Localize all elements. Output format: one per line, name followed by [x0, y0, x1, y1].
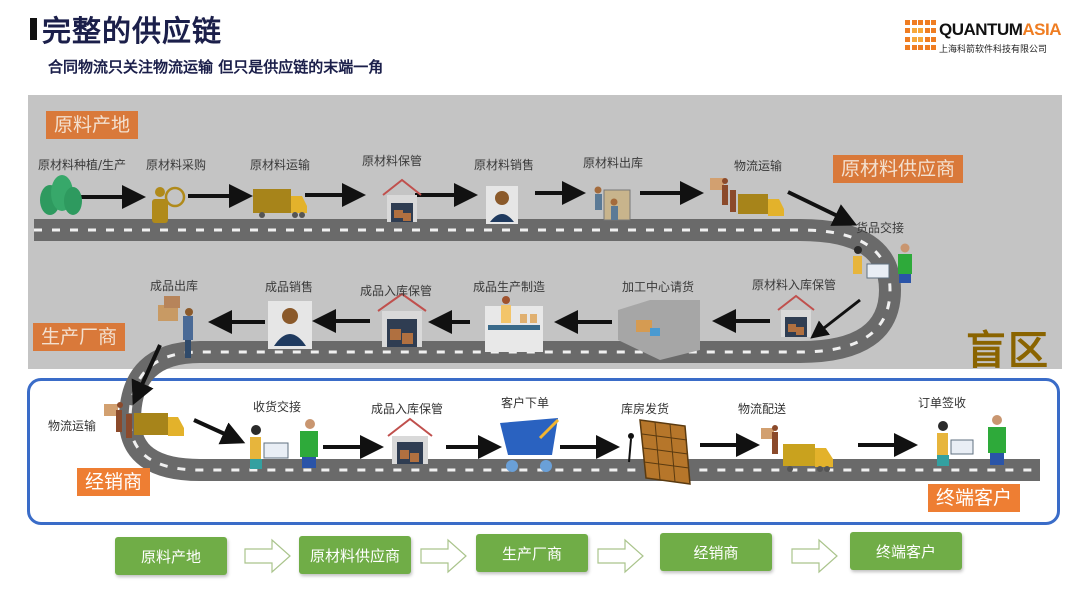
sales-agent-icon: [486, 186, 518, 224]
step-label: 成品生产制造: [473, 280, 546, 294]
handover-icon: [937, 415, 1006, 466]
logo-company: 上海科箭软件科技有限公司: [939, 45, 1048, 55]
shelf-shipping-icon: [628, 419, 691, 485]
title-marker: [30, 18, 37, 40]
flow-box-end-customer: 终端客户: [850, 532, 962, 570]
stage-tag-end-customer: 终端客户: [928, 484, 1021, 512]
step-label: 订单签收: [918, 396, 967, 410]
flow-box-manufacturer: 生产厂商: [476, 534, 588, 572]
warehouse-icon: [377, 292, 427, 347]
flow-box-raw-supplier: 原材料供应商: [299, 536, 411, 574]
production-line-icon: [485, 296, 543, 352]
page-title: 完整的供应链: [42, 14, 223, 48]
page-subtitle: 合同物流只关注物流运输 但只是供应链的末端一角: [48, 58, 384, 76]
handover-icon: [250, 419, 318, 469]
mover-truck-icon: [761, 425, 833, 472]
logo-grid-icon: [905, 20, 937, 52]
step-label: 原材料运输: [250, 158, 311, 172]
flow-arrows: [244, 538, 838, 574]
step-label: 物流配送: [738, 402, 787, 416]
warehouse-icon: [382, 178, 422, 222]
step-label: 物流运输: [48, 419, 97, 433]
workers-cart-icon: [594, 186, 631, 221]
purchase-person-icon: [152, 186, 186, 223]
truck-icon: [253, 189, 307, 218]
step-label: 成品入库保管: [371, 402, 444, 416]
stage-tag-raw-supplier: 原材料供应商: [833, 155, 964, 183]
road: [34, 219, 1040, 481]
step-label: 加工中心请货: [622, 280, 695, 294]
step-label: 收货交接: [253, 400, 302, 414]
movers-truck-icon: [710, 178, 784, 216]
step-label: 原材料采购: [146, 158, 207, 172]
row1-arrows: [74, 181, 858, 226]
stage-tag-distributor: 经销商: [77, 468, 151, 496]
step-label: 物流运输: [734, 159, 783, 173]
step-label: 原材料销售: [474, 158, 535, 172]
step-label: 原材料保管: [362, 154, 423, 168]
step-label: 原材料种植/生产: [38, 158, 127, 172]
step-label: 客户下单: [501, 396, 550, 410]
company-logo: QUANTUMASIA 上海科箭软件科技有限公司: [905, 20, 1065, 60]
movers-truck-icon: [104, 402, 184, 438]
step-label: 原材料出库: [583, 156, 644, 170]
stage-tag-raw-origin: 原料产地: [46, 111, 139, 139]
processing-center-icon: [618, 300, 700, 360]
logo-name: QUANTUMASIA: [939, 20, 1062, 39]
step-label: 货品交接: [856, 221, 905, 235]
sales-agent-icon: [268, 301, 312, 349]
stage-tag-manufacturer: 生产厂商: [33, 323, 126, 351]
warehouse-icon: [387, 417, 433, 464]
step-label: 原材料入库保管: [752, 278, 837, 292]
step-label: 成品销售: [265, 280, 314, 294]
handover-icon: [853, 243, 912, 283]
blind-zone-label: 盲区: [966, 328, 1050, 374]
worker-boxes-icon: [158, 296, 193, 358]
shopping-cart-icon: [500, 418, 560, 472]
row3-arrows: [193, 418, 918, 459]
step-label: 库房发货: [621, 402, 670, 416]
flow-box-raw-origin: 原料产地: [115, 537, 227, 575]
step-label: 成品出库: [150, 279, 199, 293]
trees-icon: [40, 175, 82, 215]
flow-box-distributor: 经销商: [660, 533, 772, 571]
step-label: 成品入库保管: [360, 284, 433, 298]
warehouse-icon: [777, 294, 815, 337]
row2-arrows: [131, 298, 861, 406]
